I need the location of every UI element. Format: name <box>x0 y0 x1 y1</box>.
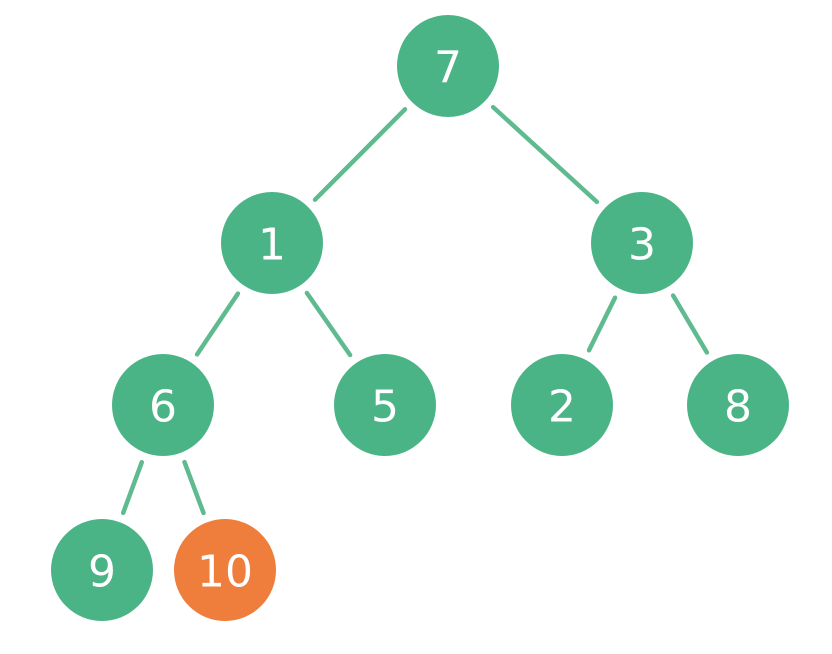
node-circle <box>511 354 613 456</box>
edge-n3-n8 <box>670 293 710 355</box>
tree-node-5: 5 <box>334 354 436 456</box>
node-label: 5 <box>371 382 399 433</box>
nodes-layer: 7 1 3 6 5 2 8 9 10 <box>51 15 789 621</box>
tree-node-1: 1 <box>221 192 323 294</box>
node-label: 6 <box>149 382 177 433</box>
node-circle <box>397 15 499 117</box>
edge-n1-n5 <box>304 290 353 358</box>
tree-node-2: 2 <box>511 354 613 456</box>
node-label: 3 <box>628 220 656 271</box>
node-label: 2 <box>548 382 576 433</box>
tree-node-6: 6 <box>112 354 214 456</box>
highlighted-node-circle <box>174 519 276 621</box>
edge-n6-n10 <box>182 459 206 516</box>
node-circle <box>221 192 323 294</box>
tree-node-8: 8 <box>687 354 789 456</box>
tree-node-10: 10 <box>174 519 276 621</box>
edge-n3-n2 <box>586 295 618 353</box>
edge-n7-n3 <box>490 104 600 205</box>
node-circle <box>51 519 153 621</box>
node-circle <box>112 354 214 456</box>
edge-n1-n6 <box>194 291 241 357</box>
node-label: 7 <box>434 43 462 94</box>
node-label: 8 <box>724 382 752 433</box>
node-label: 9 <box>88 547 116 598</box>
node-circle <box>334 354 436 456</box>
tree-node-9: 9 <box>51 519 153 621</box>
edge-n6-n9 <box>120 459 145 516</box>
edges-layer <box>120 104 710 516</box>
node-circle <box>687 354 789 456</box>
node-circle <box>591 192 693 294</box>
node-label: 1 <box>258 220 286 271</box>
node-label: 10 <box>197 547 253 598</box>
tree-node-3: 3 <box>591 192 693 294</box>
edge-n7-n1 <box>312 107 408 202</box>
tree-node-7: 7 <box>397 15 499 117</box>
